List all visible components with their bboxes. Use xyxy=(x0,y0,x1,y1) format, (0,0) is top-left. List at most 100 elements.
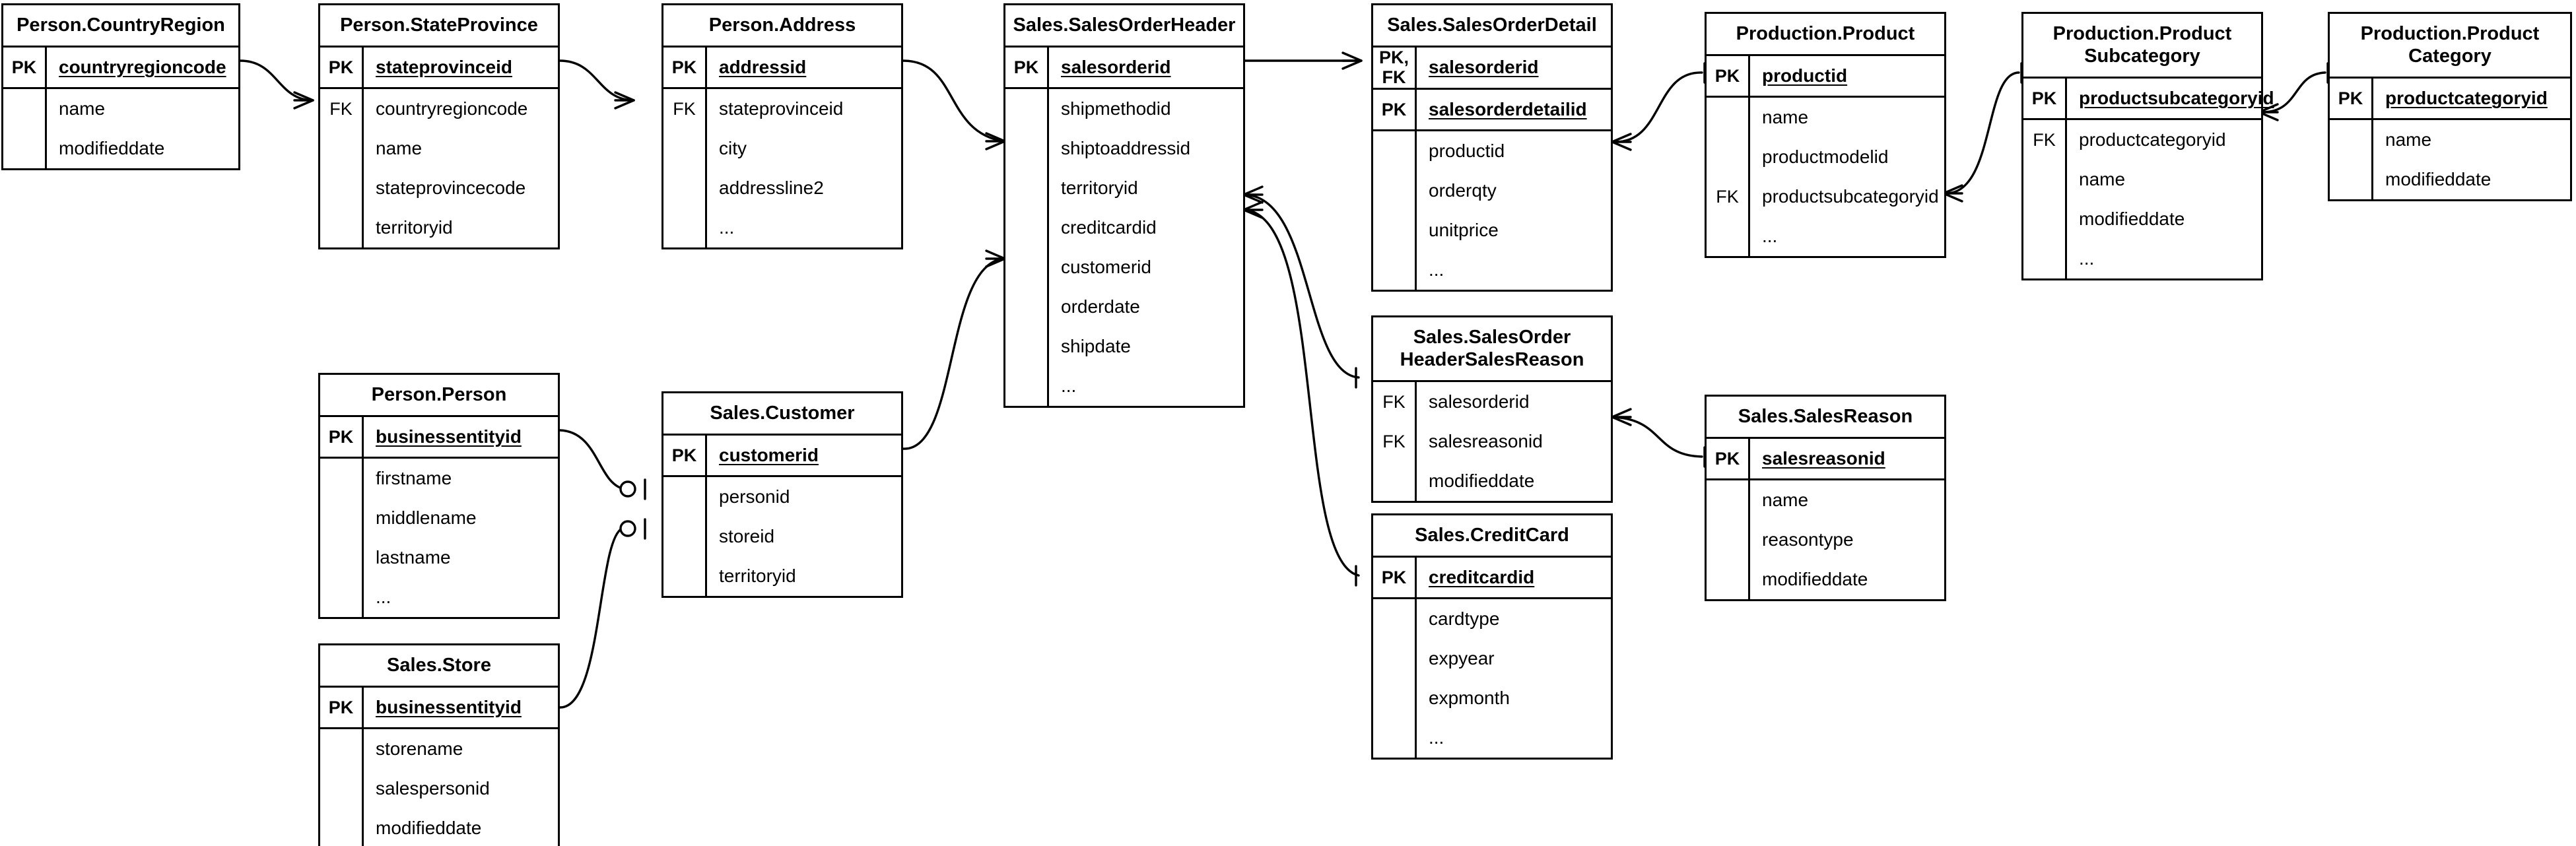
key-row[interactable]: PK businessentityid xyxy=(320,688,558,728)
attribute-row[interactable]: addressline2 xyxy=(663,168,901,209)
attribute-row[interactable]: territoryid xyxy=(1005,168,1243,209)
key-row[interactable]: PK, FK salesorderid xyxy=(1373,48,1611,88)
attribute-row[interactable]: name xyxy=(1707,98,1944,138)
attribute-row[interactable]: storename xyxy=(320,729,558,769)
attribute-row[interactable]: FK salesorderid xyxy=(1373,382,1611,422)
attribute-row[interactable]: territoryid xyxy=(663,556,901,597)
attribute-row[interactable]: modifieddate xyxy=(3,129,238,169)
entity-production-productsubcategory[interactable]: Production.Product Subcategory PK produc… xyxy=(2021,12,2274,281)
key-row[interactable]: PK productid xyxy=(1707,56,1944,96)
entity-person-person[interactable]: Person.Person PK businessentityid firstn… xyxy=(318,373,560,620)
attribute-row[interactable]: reasontype xyxy=(1707,520,1944,560)
entity-person-stateprovince[interactable]: Person.StateProvince PK stateprovinceid … xyxy=(318,3,560,250)
entity-person-address[interactable]: Person.Address PK addressid FK stateprov… xyxy=(661,3,903,250)
key-name: salesorderid xyxy=(1061,57,1171,78)
key-row[interactable]: PK salesorderdetailid xyxy=(1373,87,1611,129)
rel-product-productsubcategory xyxy=(1944,71,2020,195)
attribute-row[interactable]: modifieddate xyxy=(1373,461,1611,502)
attribute-row[interactable]: modifieddate xyxy=(320,808,558,846)
attribute-name: city xyxy=(719,138,747,159)
entity-title: Sales.SalesOrderHeader xyxy=(1005,5,1243,48)
attribute-section: FK productcategoryid name modifieddate .… xyxy=(2023,120,2261,279)
entity-title: Person.CountryRegion xyxy=(3,5,238,48)
entity-sales-salesorderheader[interactable]: Sales.SalesOrderHeader PK salesorderid s… xyxy=(1003,3,1245,408)
key-row[interactable]: PK salesreasonid xyxy=(1707,439,1944,479)
key-row[interactable]: PK customerid xyxy=(663,436,901,476)
entity-sales-store[interactable]: Sales.Store PK businessentityid storenam… xyxy=(318,643,560,846)
key-row[interactable]: PK productsubcategoryid xyxy=(2023,79,2274,119)
rel-salesorderheader-sohsalesreason xyxy=(1244,193,1360,379)
attribute-row[interactable]: salespersonid xyxy=(320,769,558,809)
marker-many-soh-cc xyxy=(1242,201,1264,219)
attribute-row[interactable]: ... xyxy=(2023,239,2261,279)
attribute-name: territoryid xyxy=(376,217,453,238)
attribute-row[interactable]: unitprice xyxy=(1373,210,1611,250)
attribute-row[interactable]: ... xyxy=(1707,216,1944,257)
attribute-row[interactable]: name xyxy=(2330,120,2570,160)
entity-title: Sales.Customer xyxy=(663,393,901,436)
attribute-row[interactable]: shipdate xyxy=(1005,327,1243,367)
key-row[interactable]: PK creditcardid xyxy=(1373,558,1611,598)
attribute-name: productmodelid xyxy=(1762,146,1889,168)
key-row[interactable]: PK addressid xyxy=(663,48,901,88)
key-label: PK xyxy=(320,417,364,457)
attribute-row[interactable]: productmodelid xyxy=(1707,137,1944,178)
attribute-row[interactable]: expmonth xyxy=(1373,678,1611,719)
attribute-row[interactable]: orderqty xyxy=(1373,170,1611,211)
entity-sales-salesreason[interactable]: Sales.SalesReason PK salesreasonid name … xyxy=(1705,395,1946,602)
entity-sales-customer[interactable]: Sales.Customer PK customerid personid st… xyxy=(661,391,903,599)
attribute-name: reasontype xyxy=(1762,529,1854,550)
attribute-row[interactable]: name xyxy=(1707,480,1944,521)
key-name: salesorderdetailid xyxy=(1429,98,1587,119)
key-label: PK xyxy=(320,48,364,88)
attribute-row[interactable]: FK productsubcategoryid xyxy=(1707,177,1944,217)
attribute-row[interactable]: ... xyxy=(320,577,558,618)
attribute-row[interactable]: ... xyxy=(1373,718,1611,758)
attribute-row[interactable]: lastname xyxy=(320,538,558,578)
marker-many-soh-cust xyxy=(985,249,1006,268)
attribute-row[interactable]: FK countryregioncode xyxy=(320,89,558,129)
attribute-row[interactable]: modifieddate xyxy=(1707,560,1944,600)
attribute-row[interactable]: FK stateprovinceid xyxy=(663,89,901,129)
entity-sales-salesorderheadersalesreason[interactable]: Sales.SalesOrder HeaderSalesReason FK sa… xyxy=(1371,315,1613,504)
rel-countryregion-stateprovince xyxy=(239,59,313,102)
attribute-row[interactable]: shiptoaddressid xyxy=(1005,129,1243,169)
key-name: stateprovinceid xyxy=(376,57,512,78)
attribute-row[interactable]: middlename xyxy=(320,498,558,538)
key-row[interactable]: PK businessentityid xyxy=(320,417,558,457)
attribute-row[interactable]: productid xyxy=(1373,131,1611,171)
attribute-row[interactable]: modifieddate xyxy=(2023,199,2261,240)
entity-production-productcategory[interactable]: Production.Product Category PK productca… xyxy=(2328,12,2572,202)
attribute-key-label xyxy=(1707,480,1750,521)
attribute-row[interactable]: stateprovincecode xyxy=(320,168,558,209)
key-row[interactable]: PK salesorderid xyxy=(1005,48,1243,88)
attribute-row[interactable]: name xyxy=(3,89,238,129)
attribute-row[interactable]: name xyxy=(2023,160,2261,200)
attribute-row[interactable]: firstname xyxy=(320,459,558,499)
entity-sales-creditcard[interactable]: Sales.CreditCard PK creditcardid cardtyp… xyxy=(1371,513,1613,760)
attribute-row[interactable]: FK productcategoryid xyxy=(2023,120,2261,160)
attribute-row[interactable]: city xyxy=(663,129,901,169)
attribute-row[interactable]: ... xyxy=(663,208,901,248)
attribute-row[interactable]: modifieddate xyxy=(2330,160,2570,200)
attribute-row[interactable]: cardtype xyxy=(1373,599,1611,639)
entity-person-countryregion[interactable]: Person.CountryRegion PK countryregioncod… xyxy=(1,3,240,171)
attribute-row[interactable]: ... xyxy=(1373,249,1611,290)
attribute-row[interactable]: creditcardid xyxy=(1005,208,1243,248)
attribute-row[interactable]: expyear xyxy=(1373,639,1611,679)
attribute-row[interactable]: name xyxy=(320,129,558,169)
key-section: PK salesreasonid xyxy=(1707,439,1944,481)
attribute-row[interactable]: shipmethodid xyxy=(1005,89,1243,129)
attribute-row[interactable]: customerid xyxy=(1005,247,1243,288)
attribute-row[interactable]: orderdate xyxy=(1005,287,1243,327)
attribute-row[interactable]: personid xyxy=(663,477,901,517)
attribute-row[interactable]: FK salesreasonid xyxy=(1373,422,1611,462)
entity-sales-salesorderdetail[interactable]: Sales.SalesOrderDetail PK, FK salesorder… xyxy=(1371,3,1613,292)
key-row[interactable]: PK stateprovinceid xyxy=(320,48,558,88)
attribute-row[interactable]: storeid xyxy=(663,517,901,557)
key-row[interactable]: PK countryregioncode xyxy=(3,48,238,88)
key-row[interactable]: PK productcategoryid xyxy=(2330,79,2570,119)
attribute-row[interactable]: ... xyxy=(1005,366,1243,407)
entity-production-product[interactable]: Production.Product PK productid name pro… xyxy=(1705,12,1946,259)
attribute-row[interactable]: territoryid xyxy=(320,208,558,248)
